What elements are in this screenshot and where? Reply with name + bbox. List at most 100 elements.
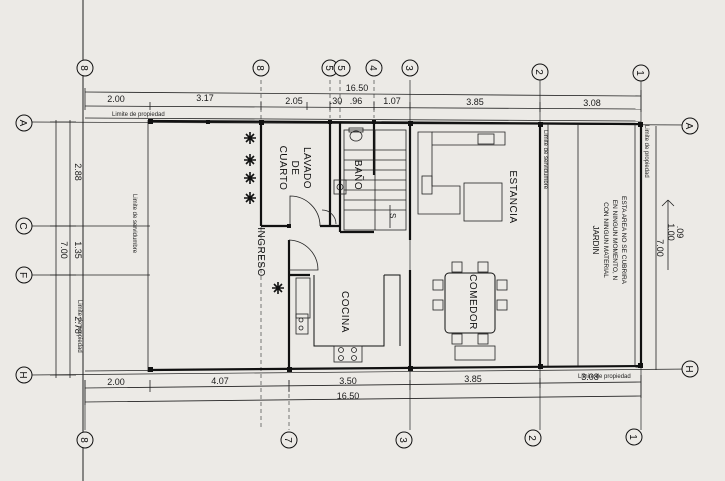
- svg-text:2.00: 2.00: [107, 377, 125, 387]
- svg-text:.09: .09: [675, 226, 685, 239]
- room-label-bano: BAÑO: [352, 160, 365, 190]
- axis-bubble-bottom-4: 2: [524, 429, 542, 447]
- svg-text:Limite de propiedad: Limite de propiedad: [578, 374, 631, 380]
- svg-text:Limite de servidumbre: Limite de servidumbre: [131, 194, 137, 254]
- top-total-dim: 16.50: [346, 83, 369, 93]
- svg-text:3: 3: [403, 65, 414, 71]
- top-axis-bubbles: 8 8 5 5 4 3 2 1: [76, 59, 650, 82]
- svg-text:3.85: 3.85: [466, 97, 484, 107]
- plants: [244, 132, 284, 294]
- svg-text:2.05: 2.05: [285, 96, 303, 106]
- svg-text:3.17: 3.17: [196, 93, 214, 103]
- svg-text:5: 5: [335, 65, 346, 71]
- axis-bubble-bottom-5: 1: [625, 428, 643, 446]
- svg-text:1: 1: [627, 434, 638, 440]
- axis-bubble-left-A: A: [15, 114, 33, 132]
- right-axis-bubbles: A H: [681, 117, 699, 378]
- garden-area: [547, 124, 636, 366]
- svg-text:H: H: [17, 371, 28, 378]
- svg-text:F: F: [17, 272, 28, 278]
- svg-text:2: 2: [526, 435, 537, 441]
- room-label-cocina: COCINA: [339, 291, 350, 333]
- svg-text:3.50: 3.50: [339, 376, 357, 386]
- svg-text:S: S: [388, 213, 397, 218]
- right-dimension-chain: .09 1.00 7.00: [655, 126, 685, 370]
- svg-text:Limite de propiedad: Limite de propiedad: [112, 112, 165, 118]
- walls: [84, 117, 643, 372]
- svg-text:2.00: 2.00: [107, 94, 125, 104]
- bath-fixtures: [333, 127, 364, 195]
- svg-text:3.08: 3.08: [581, 372, 599, 382]
- left-axis-bubbles: A C F H: [15, 114, 33, 384]
- axis-bubble-top-7: 2: [531, 63, 549, 81]
- svg-text:ESTA AREA NO SE CUBRIRA: ESTA AREA NO SE CUBRIRA: [620, 196, 627, 285]
- svg-text:Limite de propiedad: Limite de propiedad: [643, 125, 649, 178]
- svg-text:2.78: 2.78: [73, 316, 83, 334]
- svg-text:1.07: 1.07: [383, 96, 401, 106]
- axis-bubble-top-2: 8: [252, 59, 270, 77]
- bottom-total-dim: 16.50: [337, 391, 360, 401]
- property-labels: Limite de propiedad Limite de propiedad …: [76, 112, 649, 380]
- axis-bubble-top-4: 5: [333, 59, 351, 77]
- svg-text:1.00: 1.00: [666, 223, 676, 241]
- bottom-axis-bubbles: 8 7 3 2 1: [76, 428, 643, 449]
- axis-bubble-bottom-1: 8: [76, 431, 94, 449]
- axis-bubble-right-A: A: [681, 117, 699, 135]
- svg-text:5: 5: [323, 65, 334, 71]
- columns: [148, 119, 643, 372]
- left-dimension-chain: 2.88 1.35 2.78 7.00: [50, 120, 83, 378]
- room-label-ingreso: INGRESO: [255, 227, 266, 277]
- room-label-estancia: ESTANCIA: [507, 170, 518, 223]
- svg-text:A: A: [17, 120, 28, 127]
- vertical-axis-lines: [84, 80, 642, 430]
- svg-text:8: 8: [78, 437, 89, 443]
- top-dimension-chain: 16.50 2.00 3.17 2.05 .30 .96 1.07 3.85 3…: [84, 83, 642, 112]
- svg-text:2: 2: [533, 69, 544, 75]
- svg-text:Limite de servidumbre: Limite de servidumbre: [542, 130, 548, 190]
- svg-text:8: 8: [254, 65, 265, 71]
- svg-text:8: 8: [78, 65, 89, 71]
- svg-text:C: C: [17, 222, 28, 229]
- axis-bubble-bottom-3: 3: [395, 431, 413, 449]
- room-label-comedor: COMEDOR: [467, 274, 478, 330]
- svg-text:.30: .30: [330, 96, 343, 106]
- svg-text:3: 3: [397, 437, 408, 443]
- axis-bubble-bottom-2: 7: [280, 431, 298, 449]
- svg-text:4: 4: [367, 65, 378, 71]
- svg-text:3.85: 3.85: [464, 374, 482, 384]
- svg-text:.96: .96: [350, 96, 363, 106]
- axis-bubble-top-5: 4: [365, 59, 383, 77]
- svg-text:1.35: 1.35: [73, 241, 83, 259]
- svg-text:7.00: 7.00: [59, 241, 69, 259]
- svg-text:A: A: [683, 123, 694, 130]
- living-furniture: [417, 131, 506, 222]
- bottom-dimension-chain: 2.00 4.07 3.50 3.85 3.08 16.50: [84, 372, 642, 405]
- axis-bubble-left-C: C: [15, 217, 33, 235]
- axis-bubble-left-F: F: [15, 266, 33, 284]
- svg-text:Limite de propiedad: Limite de propiedad: [76, 300, 82, 353]
- svg-text:CON NINGUN MATERIAL: CON NINGUN MATERIAL: [602, 202, 609, 278]
- svg-text:EN NINGUN MOMENTO, N: EN NINGUN MOMENTO, N: [611, 200, 618, 281]
- axis-bubble-top-1: 8: [76, 59, 94, 77]
- svg-text:1: 1: [634, 70, 645, 76]
- axis-bubble-right-H: H: [681, 360, 699, 378]
- svg-text:7: 7: [282, 437, 293, 443]
- svg-text:2.88: 2.88: [73, 163, 83, 181]
- kitchen-fixtures: [295, 277, 363, 363]
- room-label-lavado-1: CUARTO: [277, 146, 288, 191]
- room-label-lavado-3: LAVADO: [301, 147, 312, 189]
- svg-text:JARDIN: JARDIN: [591, 226, 600, 255]
- svg-text:7.00: 7.00: [655, 239, 665, 257]
- garden-note: ESTA AREA NO SE CUBRIRA EN NINGUN MOMENT…: [591, 196, 627, 285]
- axis-bubble-top-6: 3: [401, 59, 419, 77]
- svg-text:3.08: 3.08: [583, 98, 601, 108]
- dining-table: [432, 261, 508, 361]
- axis-bubble-top-8: 1: [632, 64, 650, 82]
- room-label-lavado-2: DE: [289, 161, 300, 176]
- svg-text:4.07: 4.07: [211, 376, 229, 386]
- axis-bubble-left-H: H: [15, 366, 33, 384]
- room-labels: CUARTO DE LAVADO BAÑO ESTANCIA COMEDOR C…: [255, 146, 518, 333]
- doors: [288, 195, 337, 271]
- svg-text:H: H: [683, 365, 694, 372]
